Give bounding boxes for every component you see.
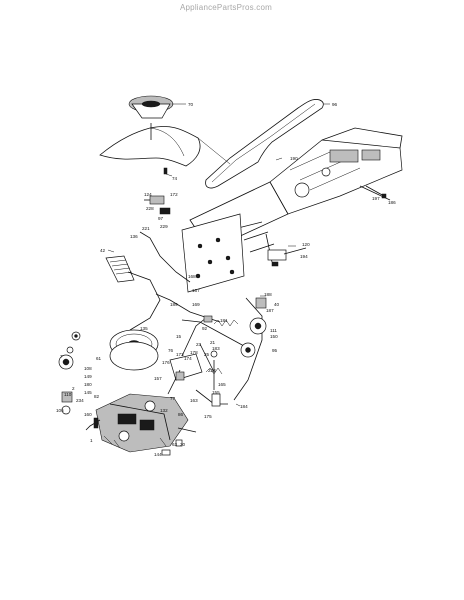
callout: 157: [154, 376, 162, 381]
bolt-icon: [365, 185, 387, 199]
callout: 86: [178, 412, 184, 417]
pedal-icon: [105, 255, 161, 331]
callout: 70: [188, 102, 194, 107]
callout: 110: [64, 392, 72, 397]
callout: 174: [184, 356, 192, 361]
hood-outline-icon: [99, 126, 231, 167]
drive-belt-icon: [205, 99, 324, 189]
callout: 234: [76, 398, 84, 403]
bracket-icon: [144, 195, 171, 215]
callout: 172: [170, 192, 178, 197]
callout: 106: [56, 408, 64, 413]
callout: 168: [188, 274, 196, 279]
callout: 149: [84, 374, 92, 379]
callout: 188: [264, 292, 272, 297]
callout: 183: [212, 346, 220, 351]
callout: 25: [204, 352, 210, 357]
callout: 145: [84, 390, 92, 395]
callout: 124: [144, 192, 152, 197]
callout: 155: [212, 390, 220, 395]
callout: 186: [388, 200, 396, 205]
callout: 169: [192, 302, 200, 307]
callout: 175: [204, 414, 212, 419]
callout: 173: [176, 352, 184, 357]
callout: 2: [72, 386, 75, 391]
fastener-set-icon: [58, 331, 81, 415]
callout: 95: [272, 348, 278, 353]
callout: 40: [274, 302, 280, 307]
side-plate-icon: [181, 213, 245, 293]
callout: 108: [84, 366, 92, 371]
callout: 111: [270, 328, 277, 333]
bracket-icon: [267, 247, 307, 267]
callout: 42: [100, 248, 106, 253]
callout: 197: [372, 196, 380, 201]
callout: 180: [84, 382, 92, 387]
callout: 184: [240, 404, 248, 409]
callout: 187: [266, 308, 274, 313]
callout: 165: [218, 382, 226, 387]
callout: 136: [130, 234, 138, 239]
axle-bolt-icon: [93, 417, 183, 456]
callout: 221: [142, 226, 150, 231]
fuel-cap-icon: [128, 95, 174, 140]
pulley-icon: [109, 329, 159, 371]
callout: 74: [172, 176, 178, 181]
callout: 23: [196, 342, 202, 347]
idler-pulley-icon: [240, 297, 267, 358]
callout: 176: [162, 360, 170, 365]
callout: 77: [170, 396, 176, 401]
callout: 178: [190, 350, 198, 355]
callout-leaders: [107, 103, 330, 407]
callout: 135: [140, 326, 148, 331]
callout: 97: [158, 216, 164, 221]
callout: 163: [190, 398, 198, 403]
callout: 190: [290, 156, 298, 161]
callout: 189: [170, 302, 178, 307]
callout-labels: 70 96 74 190 124 172 228 97 229 197 186 …: [56, 102, 396, 457]
callout: 63: [172, 442, 178, 447]
callout: 228: [146, 206, 154, 211]
callout: 96: [332, 102, 338, 107]
brake-linkage-icon: [195, 350, 228, 407]
callout: 160: [84, 412, 92, 417]
callout: 7: [60, 354, 63, 359]
callout: 144: [154, 452, 162, 457]
callout: 223: [208, 368, 216, 373]
callout: 1: [90, 438, 93, 443]
callout: 21: [210, 340, 216, 345]
pin-icon: [163, 167, 168, 175]
callout: 82: [94, 394, 100, 399]
callout: 229: [160, 224, 168, 229]
callout: 20: [180, 442, 186, 447]
callout: 150: [270, 334, 278, 339]
callout: 76: [168, 348, 174, 353]
callout: 132: [160, 408, 168, 413]
chassis-frame-icon: [189, 127, 403, 279]
callout: 61: [96, 356, 102, 361]
callout: 194: [300, 254, 308, 259]
callout: 167: [192, 288, 200, 293]
callout: 15: [176, 334, 182, 339]
watermark: AppliancePartsPros.com: [180, 3, 272, 12]
transaxle-icon: [85, 369, 197, 453]
callout: 92: [202, 326, 208, 331]
callout: 120: [302, 242, 310, 247]
callout: 181: [220, 318, 228, 323]
